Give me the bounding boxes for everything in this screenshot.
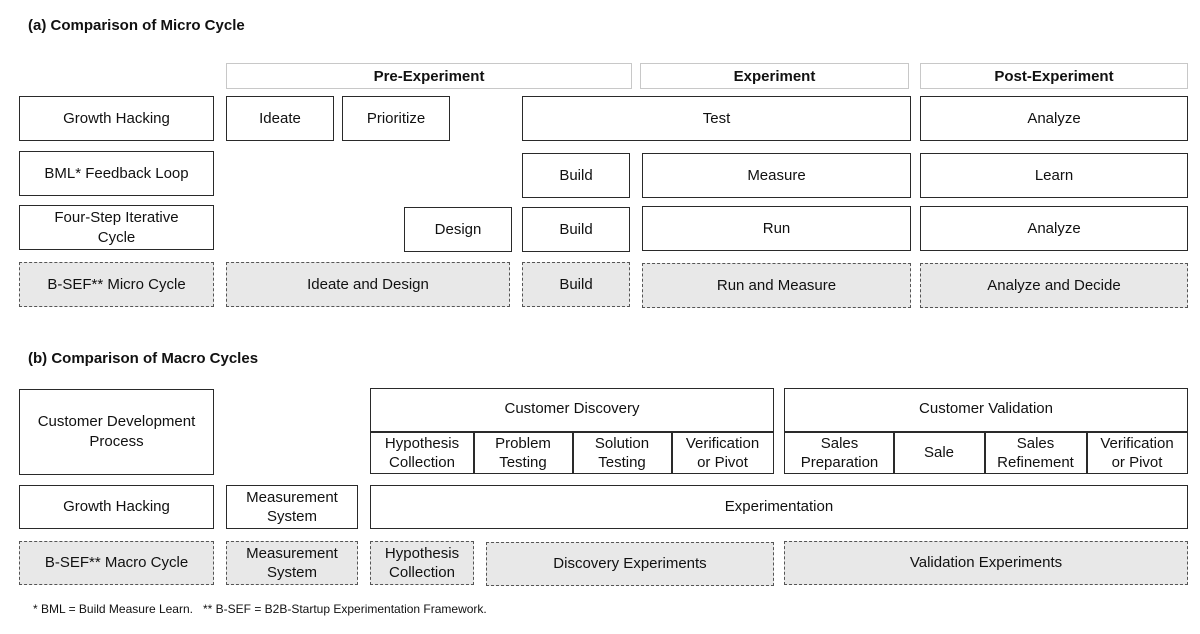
gh-experimentation: Experimentation [370, 485, 1188, 529]
gh-measurement-system: Measurement System [226, 485, 358, 529]
validation-step-sale: Sale [923, 444, 955, 462]
row-label-bml: BML* Feedback Loop [19, 151, 214, 196]
bml-learn: Learn [920, 153, 1188, 198]
bsef-build: Build [522, 262, 630, 307]
row-label-customer-development: Customer Development Process [19, 389, 214, 475]
bsef-ideate-design: Ideate and Design [226, 262, 510, 307]
validation-step-preparation: Sales Preparation [800, 434, 879, 472]
footnote: * BML = Build Measure Learn. ** B-SEF = … [33, 602, 487, 616]
row-label-four-step: Four-Step Iterative Cycle [19, 205, 214, 250]
bsef-discovery-experiments: Discovery Experiments [486, 542, 774, 586]
bsef-analyze-decide: Analyze and Decide [920, 263, 1188, 308]
phase-experiment: Experiment [640, 63, 909, 89]
micro-cycle-title: (a) Comparison of Micro Cycle [28, 17, 245, 34]
macro-cycles-title: (b) Comparison of Macro Cycles [28, 350, 259, 367]
discovery-step-verification: Verification or Pivot [685, 434, 760, 472]
bsef-hypothesis-collection: Hypothesis Collection [370, 541, 474, 585]
validation-sep-1 [893, 432, 895, 474]
phase-post-experiment: Post-Experiment [920, 63, 1188, 89]
discovery-sep-2 [572, 432, 574, 474]
fs-analyze: Analyze [920, 206, 1188, 251]
row-label-growth-hacking: Growth Hacking [19, 96, 214, 141]
discovery-sep-1 [473, 432, 475, 474]
row-label-bsef-micro: B-SEF** Micro Cycle [19, 262, 214, 307]
bsef-validation-experiments: Validation Experiments [784, 541, 1188, 585]
bml-measure: Measure [642, 153, 911, 198]
fs-run: Run [642, 206, 911, 251]
validation-divider [784, 431, 1188, 433]
gh-ideate: Ideate [226, 96, 334, 141]
gh-analyze: Analyze [920, 96, 1188, 141]
gh-test: Test [522, 96, 911, 141]
fs-build: Build [522, 207, 630, 252]
macro-row-label-growth-hacking: Growth Hacking [19, 485, 214, 529]
bsef-measurement-system: Measurement System [226, 541, 358, 585]
validation-sep-2 [984, 432, 986, 474]
validation-sep-3 [1086, 432, 1088, 474]
row-label-bsef-macro: B-SEF** Macro Cycle [19, 541, 214, 585]
discovery-step-solution: Solution Testing [594, 434, 650, 472]
bsef-run-measure: Run and Measure [642, 263, 911, 308]
discovery-divider [370, 431, 774, 433]
bml-build: Build [522, 153, 630, 198]
discovery-sep-3 [671, 432, 673, 474]
fs-design: Design [404, 207, 512, 252]
validation-step-verification: Verification or Pivot [1100, 434, 1174, 472]
gh-prioritize: Prioritize [342, 96, 450, 141]
customer-validation-title: Customer Validation [919, 400, 1053, 418]
discovery-step-hypothesis: Hypothesis Collection [384, 434, 460, 472]
discovery-step-problem: Problem Testing [495, 434, 551, 472]
validation-step-refinement: Sales Refinement [997, 434, 1074, 472]
phase-pre-experiment: Pre-Experiment [226, 63, 632, 89]
customer-discovery-title: Customer Discovery [504, 400, 640, 418]
